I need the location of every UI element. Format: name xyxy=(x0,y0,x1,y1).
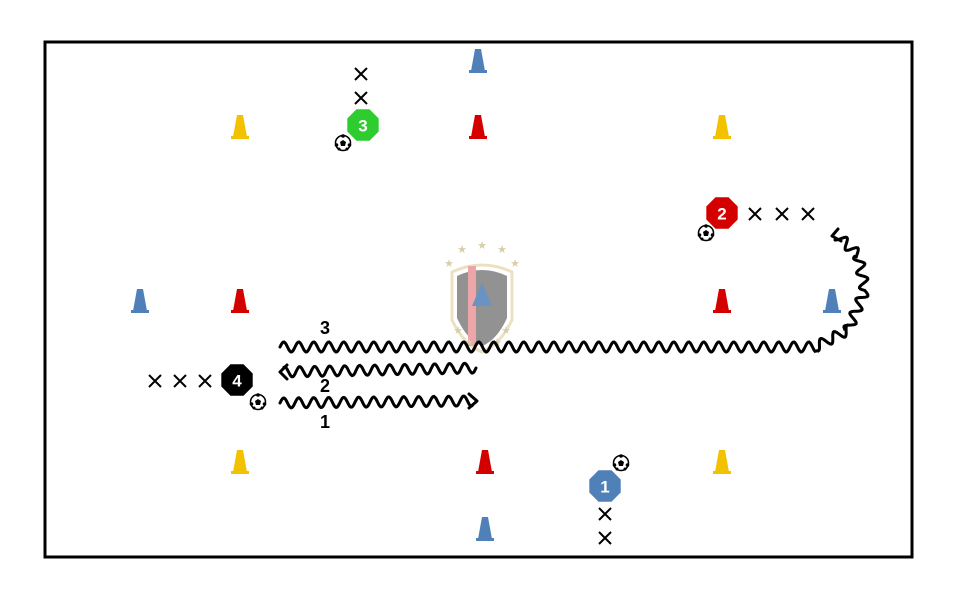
blue-cone-icon xyxy=(469,49,487,73)
star-icon: ★ xyxy=(497,244,507,256)
player-x-marker xyxy=(354,91,368,105)
path-label-2: 2 xyxy=(320,376,330,396)
player-x-marker xyxy=(598,531,612,545)
path-label-3: 3 xyxy=(320,318,330,338)
dribble-path-3 xyxy=(278,227,870,354)
player-x-marker xyxy=(598,507,612,521)
logo-stars: ★★★★★★★★★ xyxy=(444,240,520,349)
star-icon: ★ xyxy=(453,325,463,337)
player-number: 1 xyxy=(600,478,609,497)
player-number: 2 xyxy=(717,205,726,224)
yellow-cone-icon xyxy=(231,115,249,139)
arrowhead-icon xyxy=(278,363,289,381)
player-x-marker xyxy=(173,374,187,388)
path-label-1: 1 xyxy=(320,412,330,432)
player-1-marker: 1 xyxy=(589,470,621,502)
yellow-cone-icon xyxy=(713,115,731,139)
red-cone-icon xyxy=(231,289,249,313)
player-2-marker: 2 xyxy=(706,197,738,229)
red-cone-icon xyxy=(713,289,731,313)
red-cone-icon xyxy=(476,450,494,474)
soccer-ball-icon xyxy=(612,454,630,472)
player-x-marker xyxy=(148,374,162,388)
club-logo-watermark xyxy=(450,263,514,354)
yellow-cone-icon xyxy=(231,450,249,474)
player-x-marker xyxy=(198,374,212,388)
player-4-marker: 4 xyxy=(221,364,253,396)
blue-cone-icon xyxy=(823,289,841,313)
player-x-marker xyxy=(354,67,368,81)
star-icon: ★ xyxy=(501,325,511,337)
blue-cone-icon xyxy=(476,517,494,541)
blue-cone-icon xyxy=(131,289,149,313)
soccer-ball-icon xyxy=(249,393,267,411)
star-icon: ★ xyxy=(444,258,454,270)
player-number: 4 xyxy=(232,372,242,391)
player-x-marker xyxy=(748,207,762,221)
dribble-path-2 xyxy=(278,361,478,381)
star-icon: ★ xyxy=(477,240,487,252)
star-icon: ★ xyxy=(492,337,502,349)
arrowhead-icon xyxy=(830,227,843,243)
yellow-cone-icon xyxy=(713,450,731,474)
arrowhead-icon xyxy=(467,392,479,410)
soccer-ball-icon xyxy=(334,134,352,152)
dribble-path-1 xyxy=(278,392,479,410)
player-x-marker xyxy=(801,207,815,221)
soccer-ball-icon xyxy=(697,224,715,242)
star-icon: ★ xyxy=(510,258,520,270)
star-icon: ★ xyxy=(464,337,474,349)
player-number: 3 xyxy=(358,117,367,136)
red-cone-icon xyxy=(469,115,487,139)
player-3-marker: 3 xyxy=(347,109,379,141)
player-x-marker xyxy=(775,207,789,221)
star-icon: ★ xyxy=(457,244,467,256)
